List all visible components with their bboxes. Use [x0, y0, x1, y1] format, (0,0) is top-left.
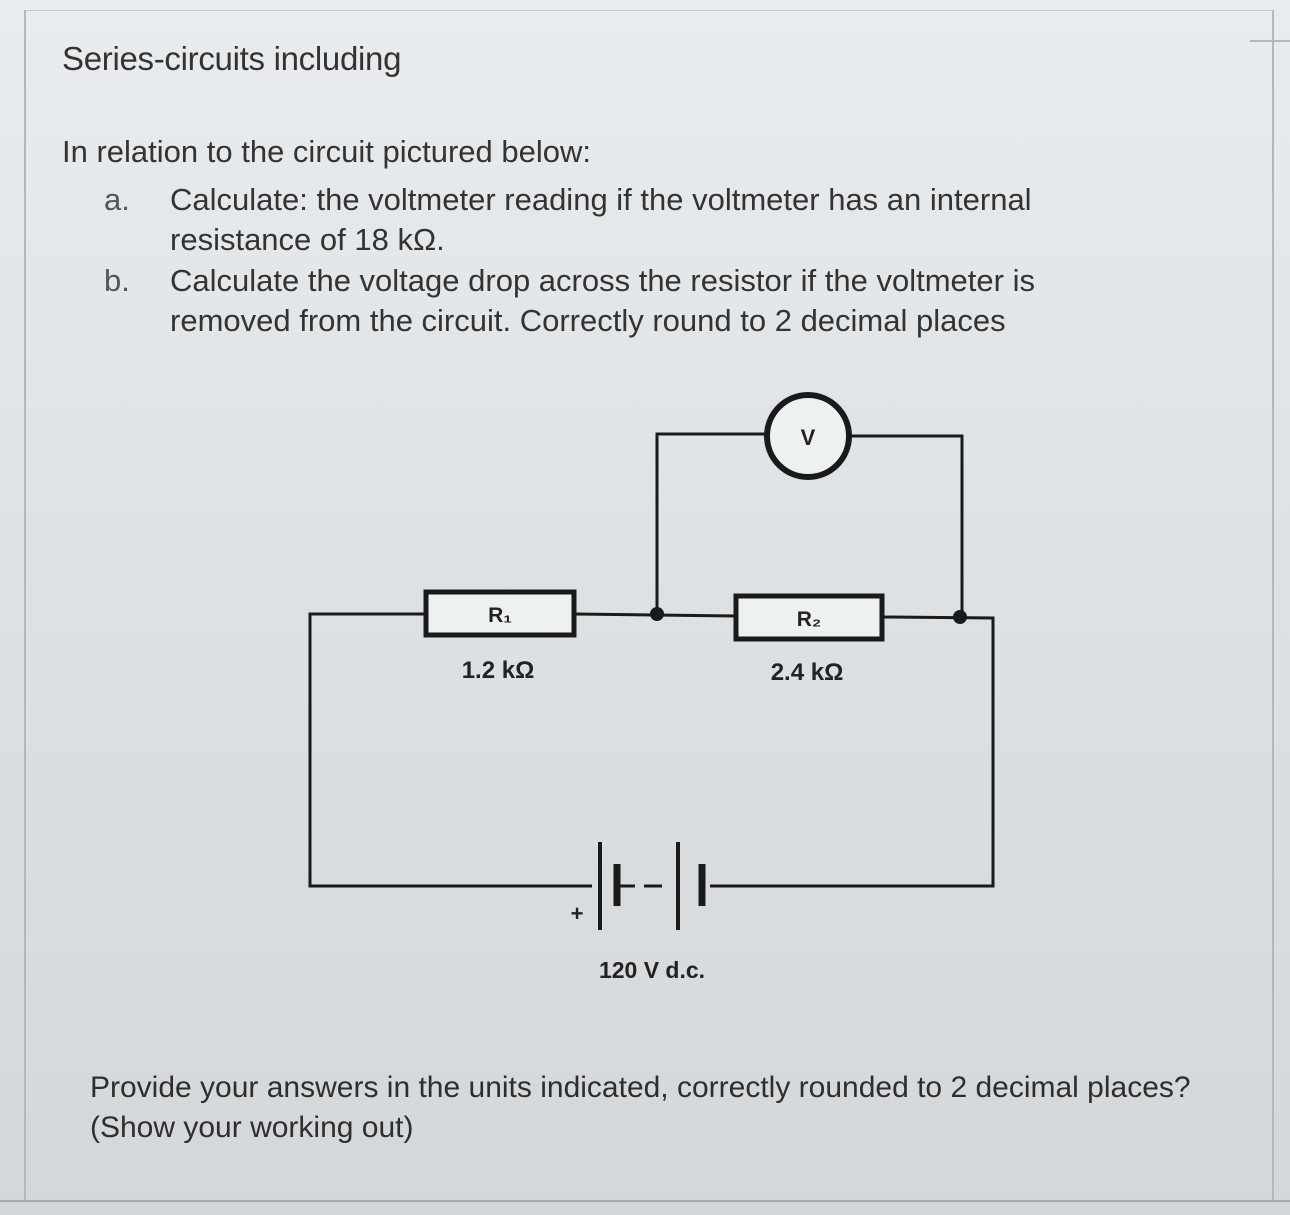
battery-polarity-label: + [571, 901, 584, 926]
resistor-r1-body [423, 589, 577, 638]
question-text: Calculate the voltage drop across the re… [170, 263, 1035, 338]
question-item: a. Calculate: the voltmeter reading if t… [104, 180, 1154, 260]
table-rule [1250, 40, 1290, 42]
resistor-r2-value: 2.4 kΩ [771, 659, 844, 686]
circuit-wires [308, 432, 995, 888]
voltmeter: V [764, 392, 852, 480]
battery-symbol [598, 842, 706, 930]
answer-instructions: Provide your answers in the units indica… [90, 1071, 1191, 1144]
junction-dot [953, 610, 967, 624]
wire-voltmeter-right [851, 434, 964, 617]
resistor-r1-value: 1.2 kΩ [462, 657, 535, 684]
resistor-r2: R₂ 2.4 kΩ [733, 593, 885, 686]
page-title: Series-circuits including [62, 40, 402, 77]
resistor-r2-label: R₂ [797, 608, 822, 631]
resistor-r1-label: R₁ [488, 604, 512, 627]
junction-dot [650, 607, 664, 621]
voltmeter-label: V [801, 425, 816, 450]
question-letter: a. [104, 182, 130, 217]
table-cell-border [24, 10, 1274, 1200]
battery-value-label: 120 V d.c. [599, 957, 705, 983]
wire-voltmeter-left [655, 432, 765, 614]
voltmeter-circle [764, 392, 852, 480]
question-list: a. Calculate: the voltmeter reading if t… [104, 180, 1154, 342]
circuit-diagram: V R₁ 1.2 kΩ R₂ 2.4 kΩ + 120 V d.c. [308, 392, 995, 983]
question-text: Calculate: the voltmeter reading if the … [170, 182, 1032, 257]
resistor-r2-body [733, 593, 885, 642]
question-intro: In relation to the circuit pictured belo… [62, 134, 591, 169]
resistor-r1: R₁ 1.2 kΩ [423, 589, 577, 684]
wire-left [308, 612, 592, 888]
question-item: b. Calculate the voltage drop across the… [104, 261, 1154, 341]
question-letter: b. [104, 263, 130, 298]
table-rule [0, 1200, 1290, 1202]
wire-right [710, 615, 995, 888]
